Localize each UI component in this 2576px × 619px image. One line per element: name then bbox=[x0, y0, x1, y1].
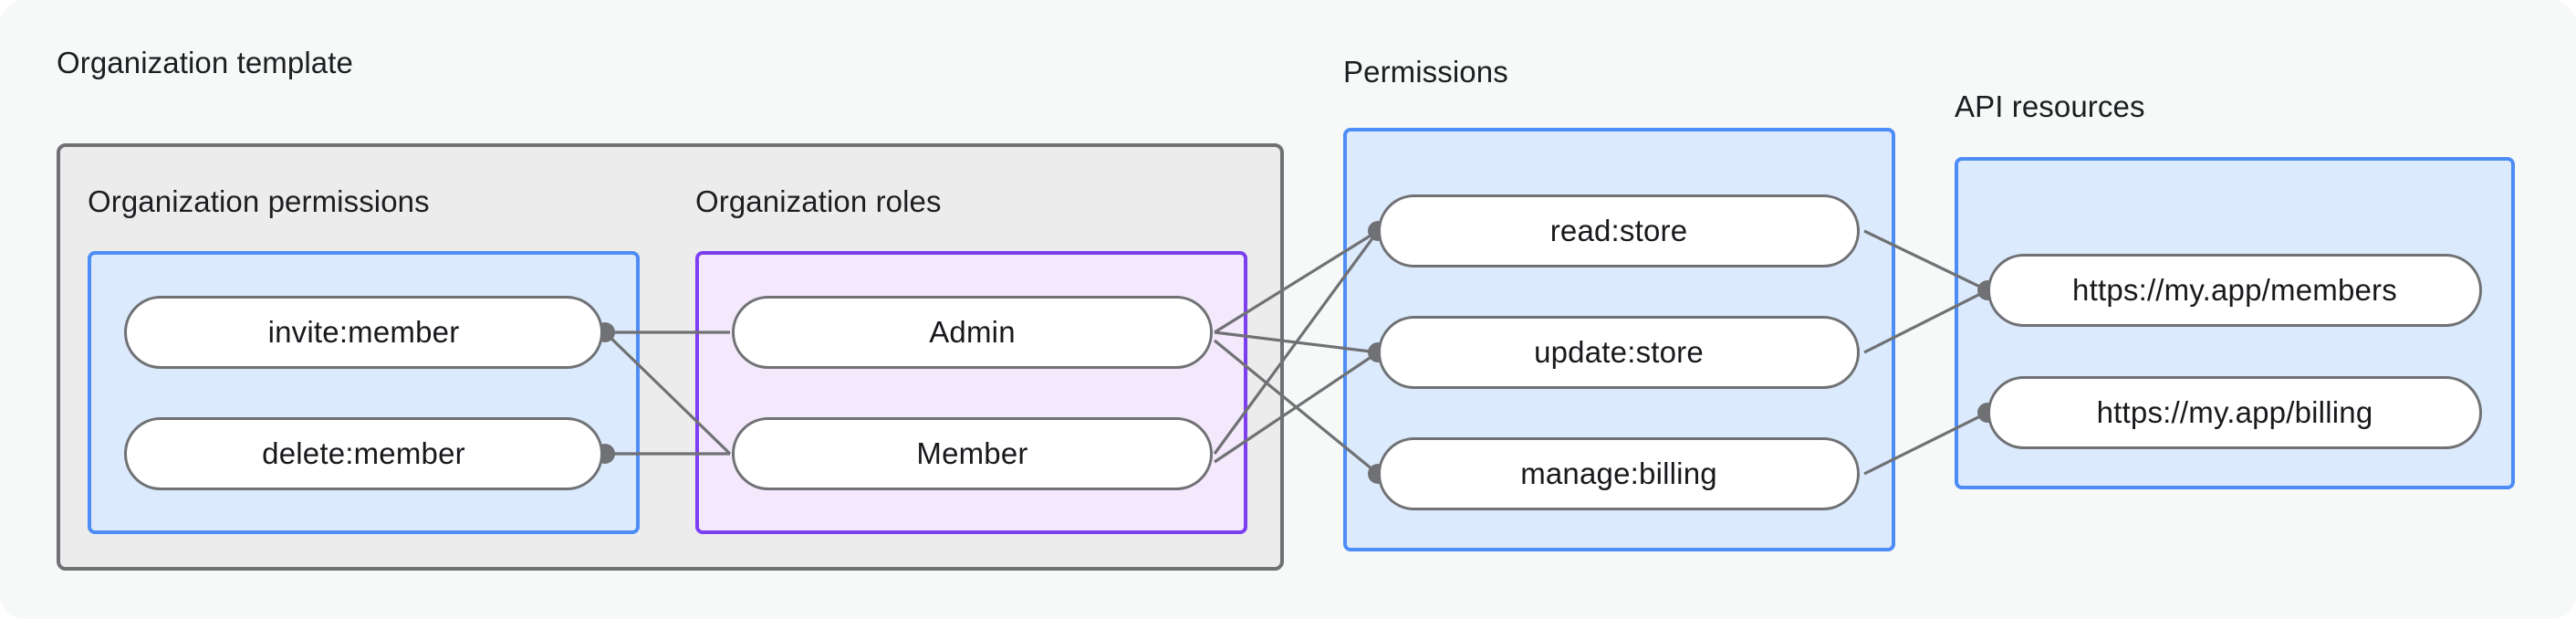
node-admin[interactable]: Admin bbox=[732, 296, 1213, 369]
node-invite-member[interactable]: invite:member bbox=[124, 296, 603, 369]
api-resources-caption: API resources bbox=[1955, 89, 2145, 123]
node-api-billing[interactable]: https://my.app/billing bbox=[1987, 376, 2482, 449]
node-read-store[interactable]: read:store bbox=[1378, 194, 1860, 268]
node-api-members[interactable]: https://my.app/members bbox=[1987, 254, 2482, 327]
node-manage-billing[interactable]: manage:billing bbox=[1378, 437, 1860, 510]
organization-permissions-box bbox=[88, 251, 640, 534]
node-delete-member[interactable]: delete:member bbox=[124, 417, 603, 490]
organization-permissions-caption: Organization permissions bbox=[88, 184, 430, 218]
node-update-store[interactable]: update:store bbox=[1378, 316, 1860, 389]
organization-template-caption: Organization template bbox=[57, 46, 353, 79]
organization-roles-box bbox=[695, 251, 1247, 534]
organization-roles-caption: Organization roles bbox=[695, 184, 942, 218]
permissions-caption: Permissions bbox=[1343, 55, 1508, 89]
node-member[interactable]: Member bbox=[732, 417, 1213, 490]
